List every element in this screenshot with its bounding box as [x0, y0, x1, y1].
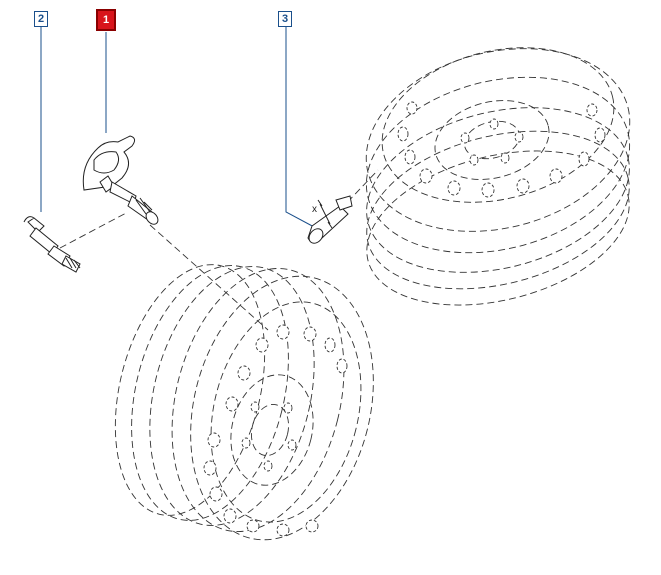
callout-1[interactable]: 1 — [96, 9, 116, 31]
assembly-lines — [59, 169, 379, 331]
upper-wheel — [365, 47, 631, 306]
dimension-mark: x — [312, 199, 333, 229]
leader-lines — [40, 27, 317, 229]
valve-cap-part[interactable] — [306, 195, 353, 246]
tpms-sensor-part[interactable] — [82, 135, 160, 227]
dimension-label: x — [312, 204, 317, 215]
callout-2[interactable]: 2 — [34, 11, 48, 27]
lower-wheel — [114, 264, 374, 541]
valve-stem-part[interactable] — [23, 216, 81, 273]
callout-3[interactable]: 3 — [278, 11, 292, 27]
